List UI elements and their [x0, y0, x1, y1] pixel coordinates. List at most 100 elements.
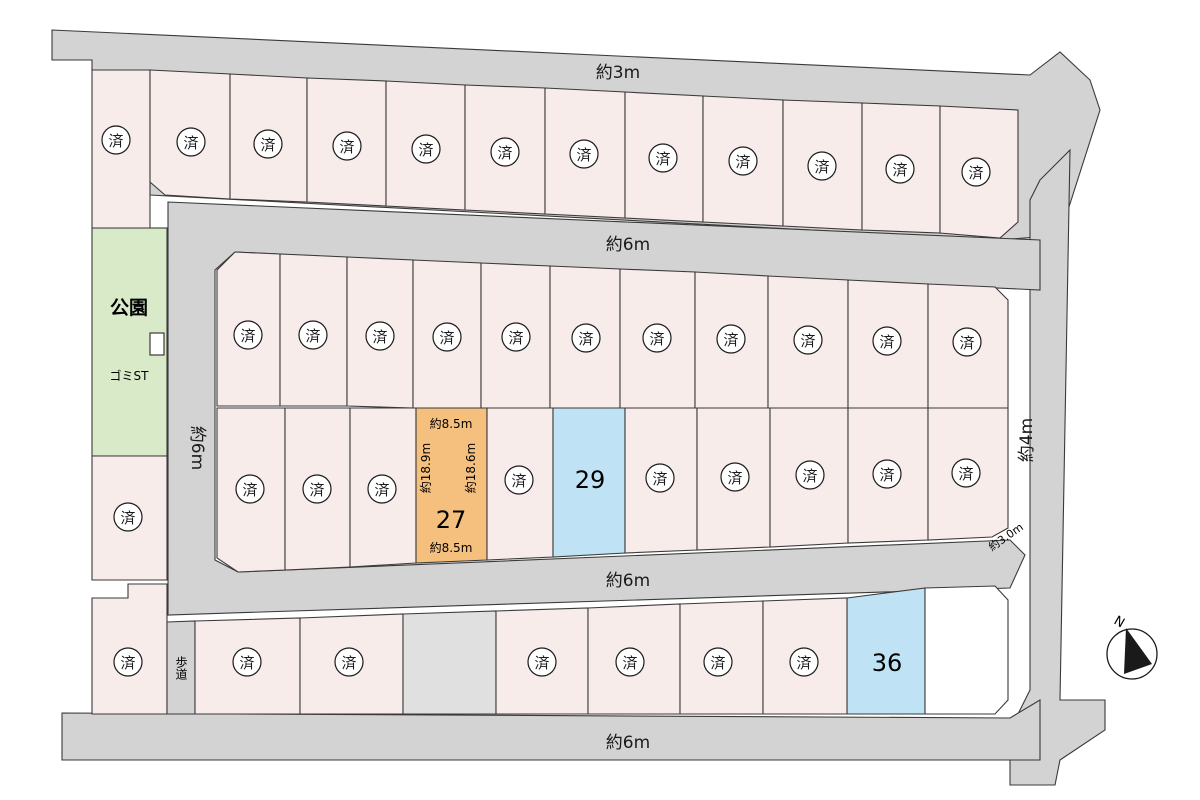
- svg-text:済: 済: [108, 132, 123, 150]
- lot-27-top-dim: 約8.5m: [430, 416, 473, 431]
- svg-text:済: 済: [260, 136, 275, 154]
- road-east: [1009, 148, 1106, 786]
- park-label: 公園: [110, 297, 148, 319]
- svg-text:済: 済: [652, 470, 667, 488]
- sold-mark-bot-6: 済: [703, 647, 733, 677]
- sold-marks: 済 済 済 済 済 済 済 済 済 済 済 済 済 済 済 済 済 済 済 済 …: [101, 125, 991, 677]
- sold-mark-top-1: 済: [101, 125, 131, 155]
- lot-27-number: 27: [436, 506, 467, 534]
- sold-mark-mid1-2: 済: [298, 320, 328, 350]
- road-label-north: 約3m: [596, 63, 640, 83]
- svg-text:済: 済: [120, 654, 135, 672]
- sold-mark-mid1-9: 済: [793, 325, 823, 355]
- north-arrow-icon: [1124, 628, 1152, 674]
- road-label-west: 約6m: [187, 426, 207, 470]
- sold-mark-mid1-6: 済: [571, 323, 601, 353]
- lot-27-right-dim: 約18.6m: [463, 443, 478, 493]
- lot-29-number: 29: [575, 466, 606, 494]
- svg-text:済: 済: [879, 333, 894, 351]
- svg-text:済: 済: [800, 332, 815, 350]
- sold-mark-mid2-5: 済: [504, 465, 534, 495]
- sold-mark-mid2-7: 済: [645, 463, 675, 493]
- lot-27-left-dim: 約18.9m: [418, 443, 433, 493]
- svg-text:済: 済: [802, 467, 817, 485]
- sold-mark-mid1-11: 済: [952, 327, 982, 357]
- lot-bot-empty: [402, 610, 497, 715]
- svg-text:済: 済: [418, 141, 433, 159]
- sold-mark-top-7: 済: [569, 139, 599, 169]
- lot-36-number: 36: [872, 649, 903, 677]
- svg-text:済: 済: [497, 144, 512, 162]
- svg-text:済: 済: [879, 466, 894, 484]
- svg-text:済: 済: [439, 329, 454, 347]
- sold-mark-mid1-4: 済: [432, 322, 462, 352]
- road-south: [61, 699, 1041, 761]
- sold-mark-bot-2: 済: [334, 647, 364, 677]
- sold-mark-bot-4: 済: [527, 647, 557, 677]
- svg-text:済: 済: [710, 654, 725, 672]
- sold-mark-mid1-7: 済: [642, 323, 672, 353]
- svg-text:済: 済: [576, 146, 591, 164]
- garbage-station-label: ゴミST: [110, 368, 150, 383]
- svg-text:済: 済: [305, 327, 320, 345]
- sold-mark-mid2-2: 済: [302, 474, 332, 504]
- sold-mark-mid2-10: 済: [872, 459, 902, 489]
- svg-text:済: 済: [892, 161, 907, 179]
- svg-text:済: 済: [240, 327, 255, 345]
- sold-mark-mid2-9: 済: [795, 460, 825, 490]
- svg-text:済: 済: [735, 153, 750, 171]
- svg-text:済: 済: [511, 472, 526, 490]
- sold-mark-top-10: 済: [807, 151, 837, 181]
- sold-mark-mid2-3: 済: [367, 474, 397, 504]
- sold-mark-west-mid: 済: [113, 502, 143, 532]
- sold-mark-bot-7: 済: [789, 647, 819, 677]
- sold-mark-top-3: 済: [253, 129, 283, 159]
- road-label-middle: 約6m: [606, 235, 650, 255]
- svg-text:済: 済: [968, 164, 983, 182]
- svg-text:済: 済: [723, 331, 738, 349]
- svg-text:済: 済: [534, 654, 549, 672]
- svg-text:済: 済: [578, 330, 593, 348]
- sold-mark-top-9: 済: [728, 146, 758, 176]
- north-label: N: [1111, 613, 1127, 631]
- svg-text:済: 済: [339, 138, 354, 156]
- svg-text:済: 済: [309, 481, 324, 499]
- sold-mark-mid2-11: 済: [951, 458, 981, 488]
- svg-text:済: 済: [120, 509, 135, 527]
- garbage-station-box: [149, 332, 165, 356]
- sold-mark-top-8: 済: [648, 143, 678, 173]
- sold-mark-bot-5: 済: [615, 647, 645, 677]
- sold-mark-mid2-8: 済: [720, 462, 750, 492]
- north-arrow: N: [1106, 613, 1158, 680]
- svg-text:済: 済: [959, 334, 974, 352]
- svg-text:済: 済: [727, 469, 742, 487]
- sold-mark-mid1-10: 済: [872, 326, 902, 356]
- svg-text:済: 済: [242, 481, 257, 499]
- svg-text:済: 済: [372, 328, 387, 346]
- svg-text:済: 済: [649, 330, 664, 348]
- sold-mark-mid2-1: 済: [235, 474, 265, 504]
- lot-27-bottom-dim: 約8.5m: [430, 540, 473, 555]
- sold-mark-mid1-3: 済: [365, 321, 395, 351]
- sold-mark-top-6: 済: [490, 137, 520, 167]
- sold-mark-west-low: 済: [113, 647, 143, 677]
- road-label-east: 約4m: [1017, 418, 1037, 462]
- sold-mark-top-5: 済: [411, 134, 441, 164]
- sidewalk-label: 歩道: [174, 655, 188, 680]
- svg-text:済: 済: [622, 654, 637, 672]
- sold-mark-mid1-1: 済: [233, 320, 263, 350]
- sold-mark-bot-1: 済: [232, 647, 262, 677]
- svg-text:済: 済: [239, 654, 254, 672]
- road-label-south: 約6m: [606, 733, 650, 753]
- svg-text:済: 済: [183, 134, 198, 152]
- svg-text:済: 済: [508, 329, 523, 347]
- road-middle: [167, 201, 1041, 616]
- svg-text:済: 済: [814, 158, 829, 176]
- svg-text:済: 済: [796, 654, 811, 672]
- svg-text:済: 済: [655, 150, 670, 168]
- sold-mark-top-12: 済: [961, 157, 991, 187]
- road-label-lower: 約6m: [606, 571, 650, 591]
- lot-27-labels: 約8.5m 約8.5m 約18.9m 約18.6m 27: [418, 416, 478, 555]
